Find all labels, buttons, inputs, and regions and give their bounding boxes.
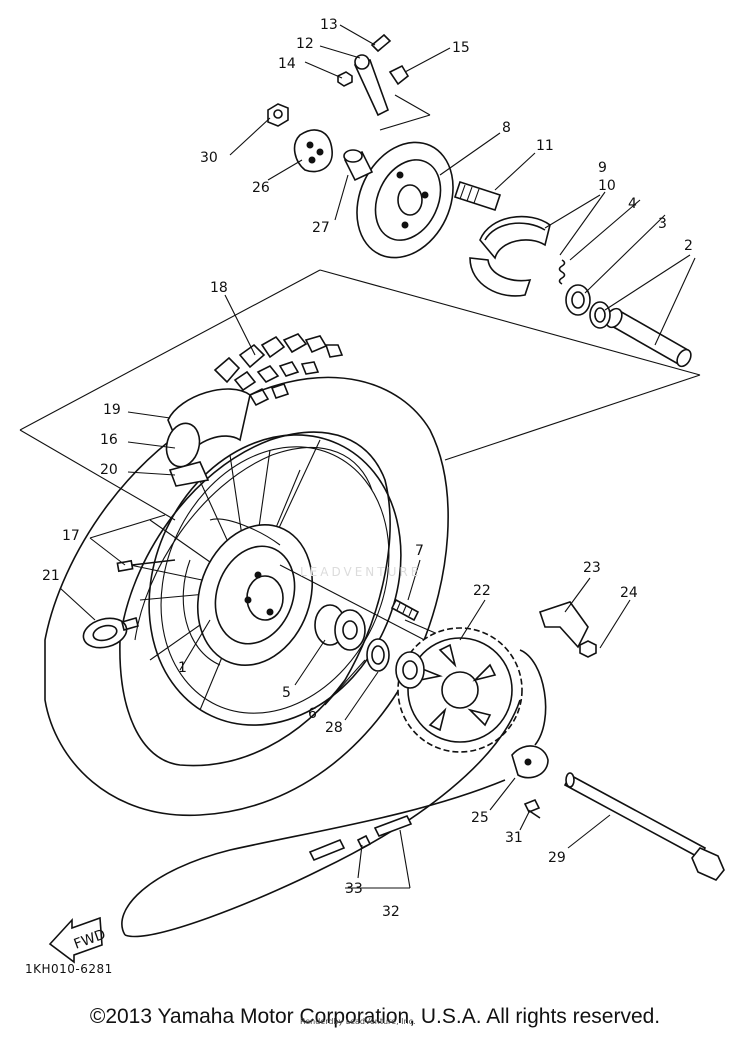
damper-plate — [293, 129, 333, 173]
callout-25: 25 — [471, 810, 489, 826]
callout-27: 27 — [312, 220, 330, 236]
callout-17: 17 — [62, 528, 80, 544]
callout-2: 2 — [684, 238, 693, 254]
callout-5: 5 — [282, 685, 291, 701]
callout-18: 18 — [210, 280, 228, 296]
hub — [182, 518, 314, 667]
callout-12: 12 — [296, 36, 314, 52]
wheel-bearing-3-4 — [565, 284, 611, 329]
callout-15: 15 — [452, 40, 470, 56]
sprocket-hub — [395, 651, 425, 689]
callout-labels: 1 2 3 4 5 6 7 8 9 10 11 12 13 14 15 16 1… — [42, 17, 693, 920]
callout-16: 16 — [100, 432, 118, 448]
copyright-notice: ©2013 Yamaha Motor Corporation, U.S.A. A… — [89, 1005, 661, 1028]
fwd-arrow-icon: FWD — [48, 916, 108, 964]
chain-adjuster — [511, 745, 549, 819]
callout-28: 28 — [325, 720, 343, 736]
callout-1: 1 — [178, 660, 187, 676]
rear-axle — [563, 772, 725, 881]
wheel-rim — [148, 434, 402, 726]
callout-13: 13 — [320, 17, 338, 33]
rear-sprocket — [397, 627, 523, 753]
cam-lever-assembly — [337, 33, 410, 117]
diagram-part-code: 1KH010-6281 — [25, 962, 113, 976]
axle-collar — [605, 307, 692, 368]
bearings-and-seal — [314, 604, 390, 672]
callout-32: 32 — [382, 904, 400, 920]
callout-20: 20 — [100, 462, 118, 478]
collar — [343, 149, 374, 182]
nut-30 — [267, 103, 289, 127]
callout-23: 23 — [583, 560, 601, 576]
callout-4: 4 — [628, 196, 637, 212]
callout-7: 7 — [415, 543, 424, 559]
callout-22: 22 — [473, 583, 491, 599]
brake-shoes — [469, 215, 551, 297]
return-spring — [558, 259, 566, 285]
tire-tread — [213, 333, 344, 407]
callout-24: 24 — [620, 585, 638, 601]
spoke-nipple — [116, 559, 176, 573]
rear-tire — [44, 333, 449, 816]
brake-camshaft — [453, 180, 502, 212]
callout-10: 10 — [598, 178, 616, 194]
drive-chain — [121, 649, 547, 938]
watermark-logo: LEADVENTURE — [300, 565, 422, 579]
callout-8: 8 — [502, 120, 511, 136]
callout-3: 3 — [658, 216, 667, 232]
callout-9: 9 — [598, 160, 607, 176]
leader-lines — [59, 24, 696, 889]
stud-bolt — [390, 598, 420, 622]
watermark-rendered-by: Renderdby LeadVenture, Inc. — [300, 1017, 416, 1026]
callout-29: 29 — [548, 850, 566, 866]
rim-flap — [82, 617, 139, 649]
chain-puller — [538, 601, 597, 658]
callout-30: 30 — [200, 150, 218, 166]
callout-14: 14 — [278, 56, 296, 72]
callout-26: 26 — [252, 180, 270, 196]
callout-33: 33 — [345, 881, 363, 897]
brake-shoe-plate — [356, 141, 454, 259]
explode-lines — [19, 94, 701, 666]
callout-21: 21 — [42, 568, 60, 584]
callout-6: 6 — [308, 706, 317, 722]
callout-11: 11 — [536, 138, 554, 154]
callout-19: 19 — [103, 402, 121, 418]
callout-31: 31 — [505, 830, 523, 846]
rim-band-tube — [165, 388, 251, 487]
